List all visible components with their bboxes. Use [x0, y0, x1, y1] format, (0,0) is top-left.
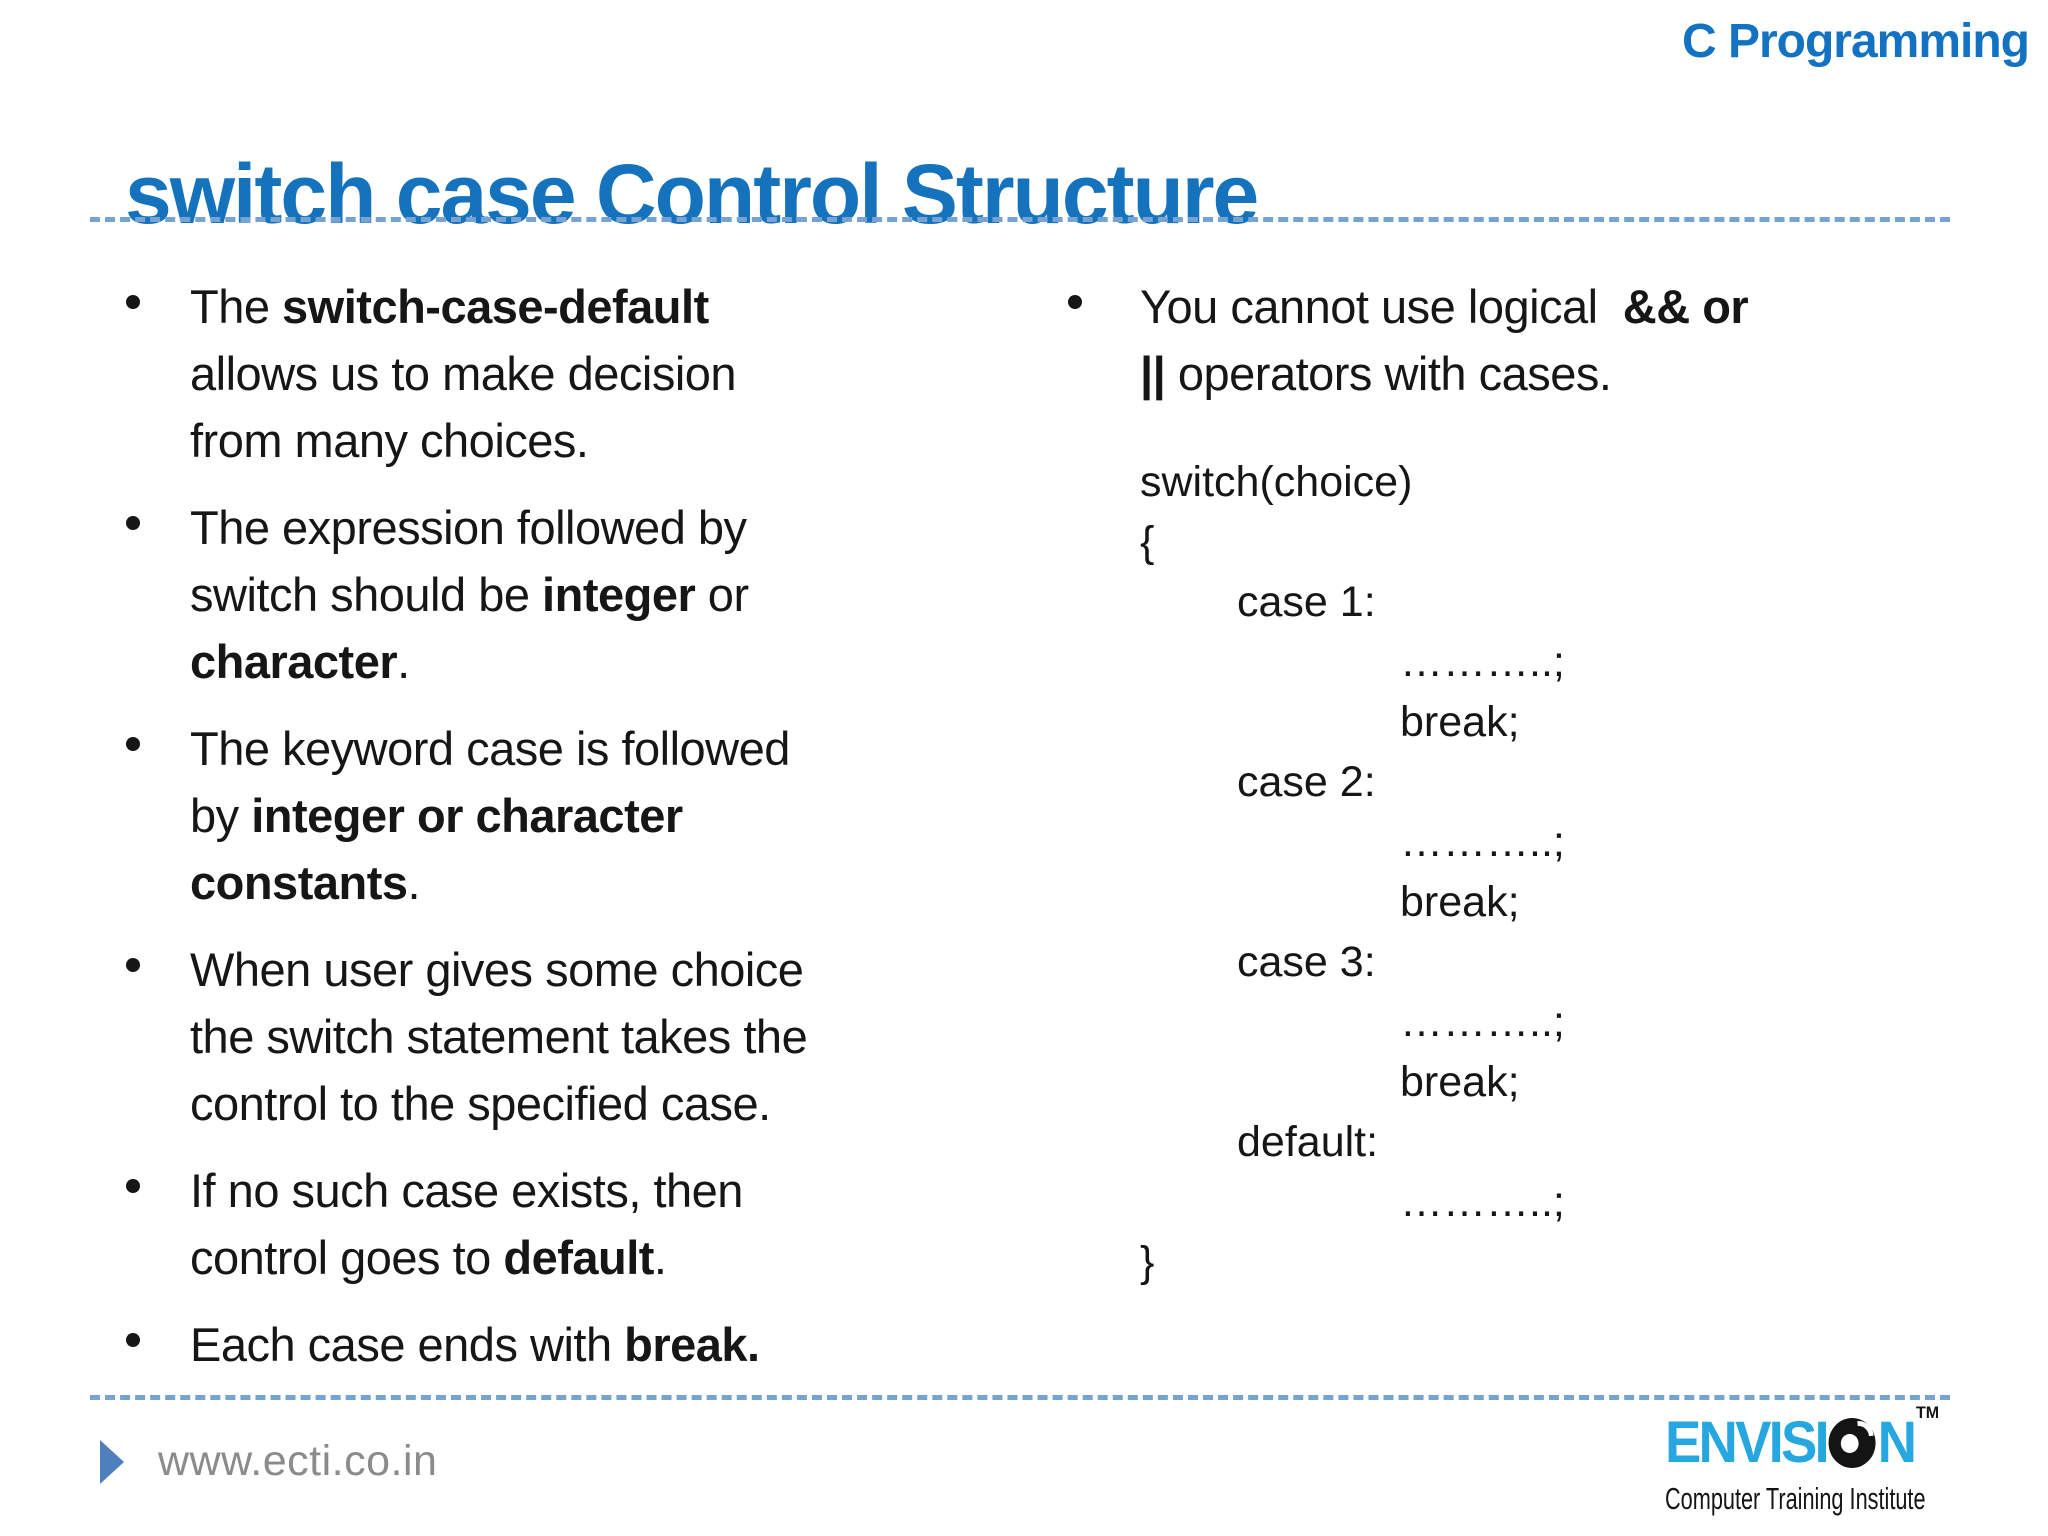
- bullet-item: Each case ends with break.: [126, 1311, 950, 1378]
- bold-text: && or: [1622, 280, 1749, 333]
- code-line: case 2:: [1237, 758, 1376, 806]
- bullet-dot-icon: [126, 295, 140, 309]
- code-line: break;: [1400, 1058, 1520, 1106]
- bullet-line: The keyword case is followed: [190, 715, 950, 782]
- code-snippet: switch(choice) { case 1: ………..; break; case 2…: [1140, 452, 1565, 1292]
- code-line: {: [1140, 518, 1155, 566]
- left-bullet-list: The switch-case-default allows us to make…: [126, 273, 950, 1398]
- title-divider: [90, 217, 1950, 222]
- bold-text: switch-case-default: [282, 280, 709, 333]
- bullet-line: allows us to make decision: [190, 340, 950, 407]
- code-line: break;: [1400, 698, 1520, 746]
- website-link[interactable]: www.ecti.co.in: [158, 1437, 438, 1485]
- bold-text: integer: [542, 568, 696, 621]
- footer-divider: [90, 1395, 1950, 1400]
- bullet-line: the switch statement takes the: [190, 1003, 950, 1070]
- bullet-dot-icon: [126, 516, 140, 530]
- bullet-dot-icon: [1068, 295, 1082, 309]
- bullet-line: character.: [190, 628, 950, 695]
- bullet-item: If no such case exists, then control goes…: [126, 1157, 950, 1291]
- text: When user gives some choice: [190, 943, 804, 996]
- bold-text: integer or character: [251, 789, 683, 842]
- bullet-line: You cannot use logical && or: [1140, 273, 1970, 340]
- bullet-dot-icon: [126, 1179, 140, 1193]
- bullet-line: If no such case exists, then: [190, 1157, 950, 1224]
- code-line: ………..;: [1400, 818, 1565, 866]
- code-line: default:: [1237, 1118, 1379, 1166]
- bold-text: constants: [190, 856, 408, 909]
- bullet-item: The switch-case-default allows us to make…: [126, 273, 950, 474]
- text: the switch statement takes the: [190, 1010, 808, 1063]
- bullet-line: Each case ends with break.: [190, 1311, 950, 1378]
- text: Each case ends with: [190, 1318, 625, 1371]
- text: control to the specified case.: [190, 1077, 771, 1130]
- text: The expression followed by: [190, 501, 747, 554]
- trademark-label: TM: [1916, 1403, 1940, 1422]
- text: .: [407, 856, 421, 909]
- bullet-line: control goes to default.: [190, 1224, 950, 1291]
- logo-brand-prefix: ENVISI: [1665, 1410, 1830, 1475]
- text: If no such case exists, then: [190, 1164, 743, 1217]
- bullet-item: The expression followed by switch should …: [126, 494, 950, 695]
- right-bullet-list: You cannot use logical && or|| operators…: [1068, 273, 1970, 427]
- text: The: [190, 280, 283, 333]
- bullet-line: control to the specified case.: [190, 1070, 950, 1137]
- bullet-line: by integer or character: [190, 782, 950, 849]
- text: The keyword case is followed: [190, 722, 790, 775]
- bold-text: character: [190, 635, 398, 688]
- logo-brand-suffix: N: [1877, 1410, 1917, 1475]
- code-line: ………..;: [1400, 1178, 1565, 1226]
- code-line: switch(choice): [1140, 458, 1413, 506]
- bullet-item: The keyword case is followed by integer o…: [126, 715, 950, 916]
- text: You cannot use logical: [1140, 280, 1623, 333]
- text: control goes to: [190, 1231, 504, 1284]
- text: by: [190, 789, 252, 842]
- bullet-line: switch should be integer or: [190, 561, 950, 628]
- bold-text: ||: [1140, 347, 1166, 400]
- bullet-line: The expression followed by: [190, 494, 950, 561]
- code-line: case 3:: [1237, 938, 1376, 986]
- code-line: case 1:: [1237, 578, 1376, 626]
- bullet-dot-icon: [126, 1333, 140, 1347]
- text: .: [397, 635, 410, 688]
- bold-text: break.: [624, 1318, 760, 1371]
- code-line: break;: [1400, 878, 1520, 926]
- text: operators with cases.: [1165, 347, 1612, 400]
- bullet-line: from many choices.: [190, 407, 950, 474]
- bold-text: default: [503, 1231, 654, 1284]
- code-line: }: [1140, 1238, 1155, 1286]
- play-arrow-icon: [100, 1440, 124, 1484]
- page-title: switch case Control Structure: [125, 147, 1259, 242]
- text: switch should be: [190, 568, 543, 621]
- text: allows us to make decision: [190, 347, 737, 400]
- text: .: [653, 1231, 667, 1284]
- text: or: [695, 568, 749, 621]
- bullet-item: When user gives some choice the switch st…: [126, 936, 950, 1137]
- bullet-line: When user gives some choice: [190, 936, 950, 1003]
- bullet-item: You cannot use logical && or|| operators…: [1068, 273, 1970, 407]
- bullet-dot-icon: [126, 958, 140, 972]
- bullet-line: The switch-case-default: [190, 273, 950, 340]
- code-line: ………..;: [1400, 638, 1565, 686]
- text: from many choices.: [190, 414, 589, 467]
- bullet-line: constants.: [190, 849, 950, 916]
- logo-tagline: Computer Training Institute: [1665, 1481, 1926, 1516]
- code-line: ………..;: [1400, 998, 1565, 1046]
- course-label: C Programming: [1681, 15, 2030, 68]
- bullet-dot-icon: [126, 737, 140, 751]
- bullet-line: || operators with cases.: [1140, 340, 1970, 407]
- camera-lens-icon: [1828, 1418, 1876, 1468]
